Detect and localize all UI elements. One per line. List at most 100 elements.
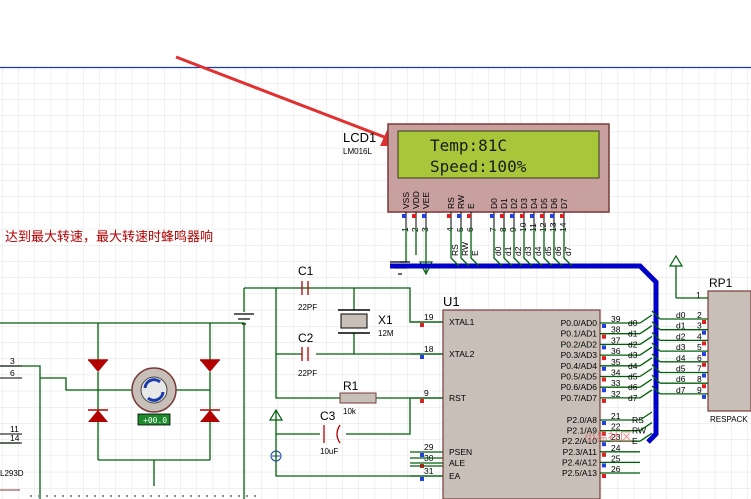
bus-entry — [563, 228, 573, 267]
bus-entry — [470, 228, 480, 267]
mcu-pin-number: 38 — [611, 325, 621, 335]
mcu-pin-number: 25 — [611, 453, 621, 463]
pin-state-marker — [602, 377, 606, 382]
bus-label: d5 — [543, 246, 553, 256]
pin-state-marker — [490, 214, 494, 218]
lcd-pin-label: D0 — [489, 198, 499, 209]
r1-value: 10k — [343, 407, 357, 416]
pin-state-marker — [540, 214, 544, 218]
bus-label: d7 — [676, 385, 686, 395]
bus-label: d1 — [628, 329, 638, 339]
bus-entry — [651, 353, 661, 363]
pin-state-marker — [412, 214, 416, 218]
rp1-pin-number: 7 — [697, 364, 702, 374]
lcd-pin-label: D3 — [519, 198, 529, 209]
mcu-pin-number: 23 — [611, 432, 621, 442]
lcd-pin-number: 5 — [455, 227, 465, 232]
pin-state-marker — [422, 214, 426, 218]
pin-state-marker — [420, 355, 424, 359]
bus-label: RS — [450, 244, 460, 256]
crystal-circuit — [234, 281, 443, 477]
bus-label: d2 — [628, 339, 638, 349]
pin-state-marker — [602, 388, 606, 393]
motor-h-bridge — [0, 322, 245, 499]
rp1-pin-number: 6 — [697, 353, 702, 363]
mcu-pin-number: 26 — [611, 464, 621, 474]
bus-entry — [513, 228, 523, 267]
pin-state-marker — [560, 214, 564, 218]
mcu-pin-name: P2.1/A9 — [567, 426, 598, 436]
bus-label: d3 — [676, 342, 686, 352]
bus-entry — [639, 432, 653, 442]
bus-entry — [639, 346, 653, 356]
pin-state-marker — [520, 214, 524, 218]
bus-label: d4 — [676, 353, 686, 363]
lcd-ref: LCD1 — [343, 130, 376, 145]
lcd-pin-label: D6 — [549, 198, 559, 209]
mcu-pin-number: 35 — [611, 357, 621, 367]
mcu-pin-number: 37 — [611, 335, 621, 345]
vcc-rp1-icon — [668, 254, 684, 267]
mcu-pin-number: 24 — [611, 443, 621, 453]
mcu-pin-name: P0.1/AD1 — [561, 329, 598, 339]
resistor-pack-rp1[interactable] — [707, 290, 751, 412]
mcu-pin-name: PSEN — [449, 447, 472, 457]
bus-label: RS — [632, 415, 644, 425]
bus-entry — [639, 335, 653, 345]
pin-state-marker — [602, 452, 606, 457]
c3-ref: C3 — [320, 409, 336, 423]
c1-value: 22PF — [298, 303, 317, 312]
lcd-pin-label: D1 — [499, 198, 509, 209]
bus-label: E — [470, 250, 480, 256]
pin-state-marker — [602, 474, 606, 478]
l293d-pin-number: 3 — [10, 356, 15, 366]
mcu-u1[interactable] — [442, 309, 601, 499]
bus-label: d3 — [523, 246, 533, 256]
mcu-pin-name: EA — [449, 471, 461, 481]
watermark: 小易社区 — [584, 429, 632, 444]
lcd-line-1: Temp:81C — [430, 136, 507, 155]
bus-label: d5 — [628, 372, 638, 382]
mcu-pin-number: 33 — [611, 378, 621, 388]
lcd-pin-label: VEE — [421, 192, 431, 209]
bus-entry — [639, 389, 653, 399]
mcu-pin-number: 36 — [611, 346, 621, 356]
lcd-part: LM016L — [343, 147, 372, 156]
pin-state-marker — [420, 477, 424, 481]
pin-state-marker — [510, 214, 514, 218]
bus-entry — [523, 228, 533, 267]
pin-state-marker — [420, 323, 424, 327]
c2-value: 22PF — [298, 369, 317, 378]
bus-label: d2 — [676, 331, 686, 341]
bus-entry — [639, 422, 653, 432]
x1-value: 12M — [378, 329, 394, 338]
bus-label: d6 — [553, 246, 563, 256]
pin-state-marker — [702, 320, 706, 324]
pin-state-marker — [602, 463, 606, 468]
bus-entry — [651, 385, 661, 395]
mcu-pin-name: P2.3/A11 — [563, 447, 598, 457]
lcd-pin-label: RW — [456, 195, 466, 209]
lcd-pin-number: 7 — [488, 227, 498, 232]
lcd-module[interactable]: Temp:81C Speed:100% — [387, 123, 610, 213]
pin-state-marker — [702, 384, 706, 389]
rp1-pin-number: 4 — [697, 331, 702, 341]
pin-state-marker — [530, 214, 534, 218]
bus-label: d1 — [503, 246, 513, 256]
mcu-pin-number: 39 — [611, 314, 621, 324]
pin-state-marker — [550, 214, 554, 218]
mcu-pin-name: ALE — [449, 458, 465, 468]
lcd-pin-number: 12 — [538, 222, 548, 232]
pin-state-marker — [602, 398, 606, 403]
motor-icon[interactable]: +00.0 — [131, 367, 177, 426]
l293d-pin-number: 11 — [10, 424, 19, 434]
lcd-line-2: Speed:100% — [430, 157, 527, 176]
pin-state-marker — [420, 453, 424, 457]
mcu-pin-name: P0.7/AD7 — [561, 393, 598, 403]
lcd-pin-label: VDD — [411, 191, 421, 209]
lcd-pin-number: 8 — [498, 227, 508, 232]
rp1-pin-1-wire — [675, 266, 708, 299]
pin-state-marker — [602, 345, 606, 350]
